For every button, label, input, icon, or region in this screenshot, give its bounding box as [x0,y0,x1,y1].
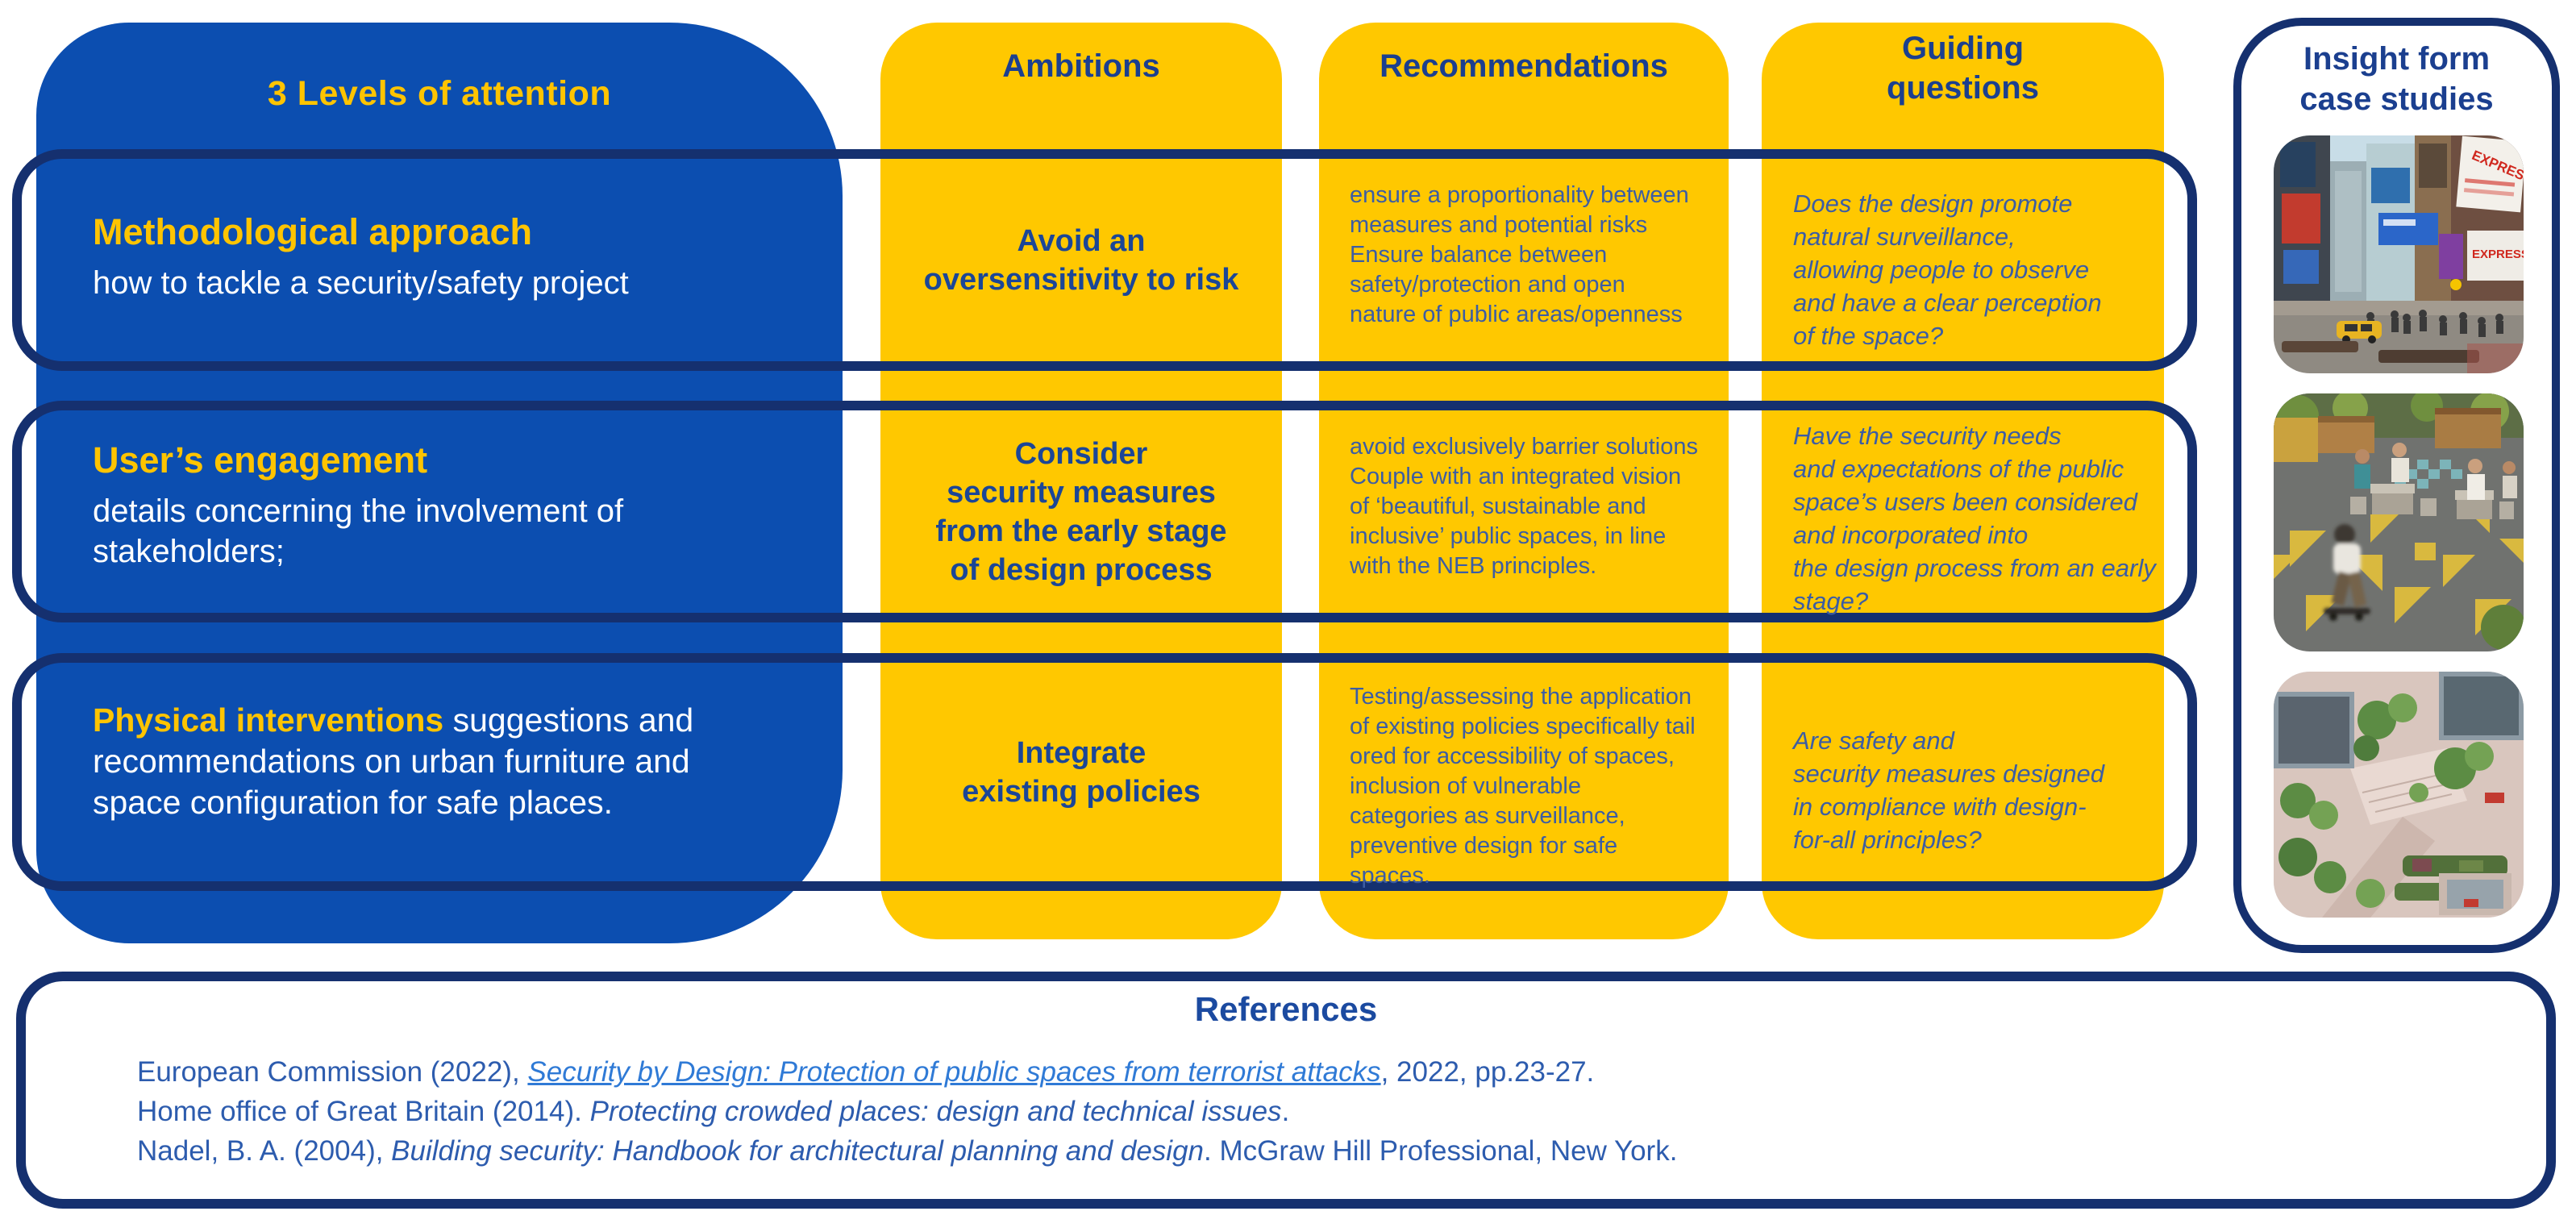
case-studies-title: Insight form case studies [2299,41,2494,117]
reference-item-home-office: Home office of Great Britain (2014). Pro… [137,1092,2475,1131]
case-study-photo-times-square: EXPRESS EXPRESS [2274,135,2524,373]
guiding-question-natural-surveillance: Does the design promote natural surveill… [1793,189,2102,350]
level-title-methodological: Methodological approach [93,211,533,252]
reference-item-nadel: Nadel, B. A. (2004), Building security: … [137,1131,2475,1171]
times-square-illustration: EXPRESS EXPRESS [2274,135,2524,373]
level-desc-methodological: how to tackle a security/safety project [93,265,629,301]
levels-panel-title: 3 Levels of attention [267,74,612,113]
row-outline-users-engagement [12,401,2197,622]
ambitions-header: Ambitions [1002,48,1160,84]
level-desc-physical-interventions: suggestions and recommendations on urban… [93,701,694,821]
recommendations-column [1319,23,1729,939]
reference-2-post: . [1281,1096,1290,1127]
references-title: References [1194,990,1378,1028]
levels-of-attention-panel [36,23,843,943]
level-title-users-engagement: User’s engagement [93,439,428,481]
level-row-users-engagement: User’s engagement details concerning the… [93,439,774,572]
level-title-physical-interventions: Physical interventions [93,701,444,739]
reference-3-post: . McGraw Hill Professional, New York. [1204,1135,1678,1167]
references-box [16,972,2556,1209]
case-study-photo-aerial-memorial [2274,672,2524,918]
recommendation-cell-barrier-solutions: avoid exclusively barrier solutions Coup… [1350,434,1698,579]
express-billboard-text-2: EXPRESS [2472,248,2524,261]
row-outline-methodological [12,149,2197,371]
level-desc-users-engagement: details concerning the involvement of st… [93,493,624,569]
guiding-question-design-for-all: Are safety and security measures designe… [1793,726,2104,854]
plaza-illustration [2274,393,2524,651]
reference-1-link[interactable]: Security by Design: Protection of public… [527,1056,1381,1088]
reference-1-post: , 2022, pp.23-27. [1380,1056,1595,1088]
guiding-questions-column [1762,23,2164,939]
ambitions-column [880,23,1282,939]
level-row-methodological: Methodological approach how to tackle a … [93,211,774,303]
guiding-questions-header: Guiding questions [1887,31,2039,106]
reference-item-european-commission: European Commission (2022), Security by … [137,1052,2475,1092]
aerial-memorial-illustration [2274,672,2524,918]
reference-1-pre: European Commission (2022), [137,1056,528,1088]
reference-3-pre: Nadel, B. A. (2004), [137,1135,392,1167]
row-outline-physical-interventions [12,653,2197,891]
recommendation-cell-testing-policies: Testing/assessing the application of exi… [1350,684,1696,889]
level-row-physical-interventions: Physical interventions suggestions and r… [93,700,774,823]
ambition-cell-avoid-oversensitivity: Avoid an oversensitivity to risk [923,223,1239,297]
references-list: European Commission (2022), Security by … [137,1052,2475,1171]
recommendations-header: Recommendations [1380,48,1668,84]
guiding-question-security-needs: Have the security needs and expectations… [1793,422,2156,615]
reference-2-pre: Home office of Great Britain (2014). [137,1096,590,1127]
case-study-photo-plaza [2274,393,2524,651]
ambition-cell-consider-security-measures: Consider security measures from the earl… [935,436,1227,587]
recommendation-cell-proportionality: ensure a proportionality between measure… [1350,182,1689,327]
ambition-cell-integrate-existing-policies: Integrate existing policies [962,735,1201,809]
reference-3-title: Building security: Handbook for architec… [391,1135,1205,1167]
reference-2-title: Protecting crowded places: design and te… [589,1096,1282,1127]
